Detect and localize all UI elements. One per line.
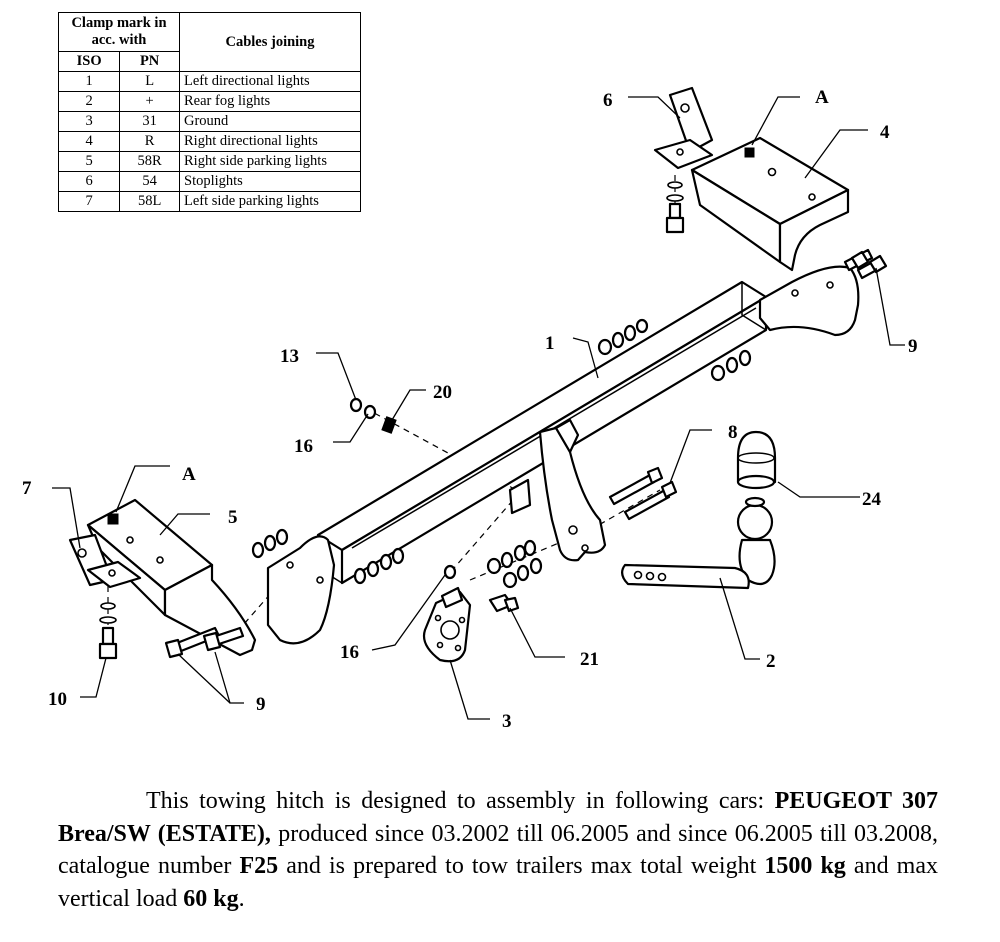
desc-catalogue-number: F25 — [239, 853, 279, 879]
callout-16-top: 16 — [294, 436, 313, 457]
callout-1: 1 — [545, 333, 555, 354]
description-paragraph: This towing hitch is designed to assembl… — [58, 785, 938, 915]
legend-row: 2+Rear fog lights — [57, 91, 361, 112]
callout-9-right: 9 — [908, 336, 918, 357]
bolts-9-right — [843, 248, 888, 280]
desc-max-weight: 1500 kg — [764, 853, 846, 879]
nuts-washers-right — [597, 318, 752, 382]
callout-labels: 1 6 A 4 9 13 20 16 8 24 7 A 5 16 21 2 10… — [22, 87, 918, 732]
ball-holder-plate — [508, 418, 607, 562]
desc-end: . — [238, 885, 245, 912]
legend-header-cables: Cables joining — [179, 12, 361, 72]
callout-2: 2 — [766, 651, 776, 672]
callout-a-right: A — [815, 87, 829, 108]
callout-13: 13 — [280, 346, 299, 367]
callout-20: 20 — [433, 382, 452, 403]
legend-header-clamp: Clamp mark in acc. with — [58, 12, 180, 52]
legend-header-iso: ISO — [57, 51, 121, 72]
towing-hitch-exploded-diagram: 1 6 A 4 9 13 20 16 8 24 7 A 5 16 21 2 10… — [22, 86, 918, 732]
bracket-6 — [653, 86, 714, 170]
callout-6: 6 — [603, 90, 613, 111]
callout-9-left: 9 — [256, 694, 266, 715]
nuts-near-ball-holder — [486, 539, 543, 589]
desc-trailer: and is prepared to tow trailers max tota… — [278, 853, 765, 879]
callout-8: 8 — [728, 422, 738, 443]
desc-intro: This towing hitch is designed to assembl… — [146, 788, 765, 814]
desc-car-model: PEUGEOT 307 Brea/SW (ESTATE), — [58, 788, 938, 847]
bolt-10 — [98, 602, 118, 660]
callout-a-left: A — [182, 464, 196, 485]
desc-max-load: 60 kg — [183, 885, 239, 912]
callout-5: 5 — [228, 507, 238, 528]
callout-7: 7 — [22, 478, 32, 499]
callout-16-bottom: 16 — [340, 642, 359, 663]
leader-lines — [52, 96, 905, 720]
ball-arm-2 — [621, 496, 776, 590]
bolts-9-left — [164, 626, 245, 659]
nuts-washers-left — [251, 528, 405, 585]
desc-production: produced since 03.2002 till 06.2005 and … — [58, 820, 939, 880]
bolts-8 — [608, 466, 678, 521]
callout-24: 24 — [862, 489, 882, 510]
desc-vertical: and max vertical load — [58, 853, 938, 912]
bracket-4 — [690, 136, 850, 272]
callout-10: 10 — [48, 689, 67, 710]
left-side-bracket — [266, 535, 336, 645]
bolt-under-bracket-6 — [665, 181, 685, 234]
callout-4: 4 — [880, 122, 890, 143]
bolt-21 — [488, 593, 520, 613]
cable-legend-table: Clamp mark in acc. with Cables joining I… — [57, 12, 361, 212]
legend-header-pn: PN — [119, 51, 180, 72]
ball-cover-24 — [736, 430, 777, 490]
fasteners-13-16-20 — [349, 397, 397, 434]
socket-plate-3 — [422, 586, 472, 663]
right-side-bracket — [758, 265, 860, 337]
washer-16-bottom — [443, 564, 457, 580]
callout-21: 21 — [580, 649, 599, 670]
callout-3: 3 — [502, 711, 512, 732]
